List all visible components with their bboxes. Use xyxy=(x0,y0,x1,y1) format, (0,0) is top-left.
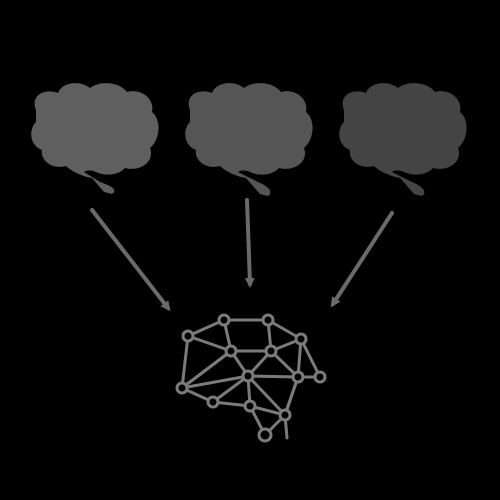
neural-network-brain-icon xyxy=(175,313,327,443)
brain-icon-middle xyxy=(185,83,313,196)
arrow-right xyxy=(330,211,394,308)
brain-icon-left xyxy=(31,83,159,194)
arrow-left xyxy=(90,208,171,312)
brain-icon-right xyxy=(339,83,467,196)
arrows xyxy=(90,198,394,312)
arrow-middle xyxy=(244,198,255,288)
